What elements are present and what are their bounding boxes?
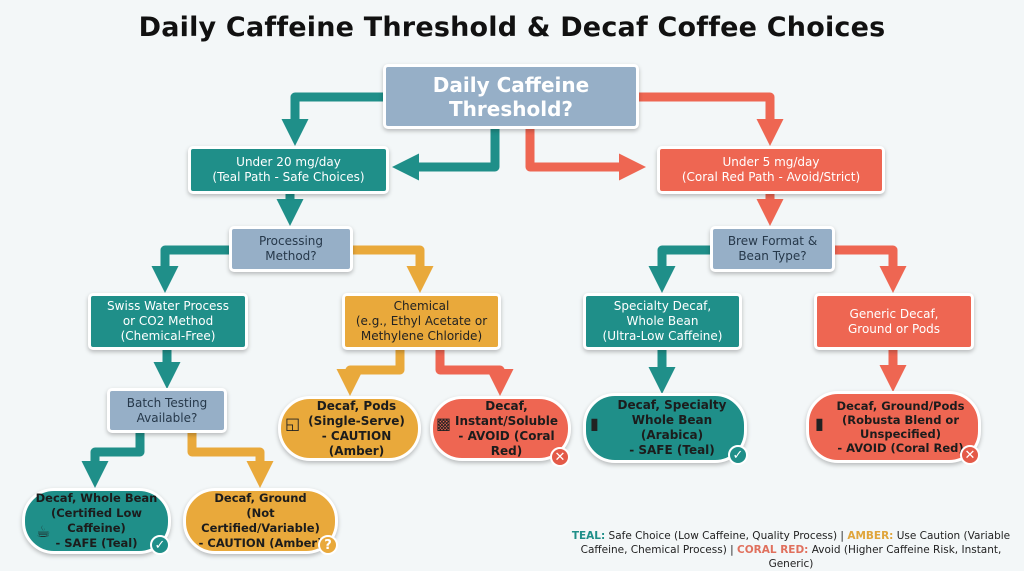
chemical-node: Chemical (e.g., Ethyl Acetate or Methyle… — [342, 293, 501, 350]
check-icon: ✓ — [150, 535, 170, 555]
legend: TEAL: Safe Choice (Low Caffeine, Quality… — [566, 529, 1016, 571]
x-icon: ✕ — [550, 447, 570, 467]
arrow-brew-generic — [834, 245, 907, 293]
legend-teal-label: TEAL: — [571, 530, 606, 542]
brew-format-node: Brew Format & Bean Type? — [710, 226, 835, 272]
ground-pods-outcome-node: Decaf, Ground/Pods (Robusta Blend or Uns… — [806, 391, 981, 463]
arrow-root-right — [638, 92, 784, 146]
arrow-root-under20 — [392, 128, 500, 181]
coffee-bag-icon: ▮ — [590, 414, 599, 433]
legend-amber-label: AMBER: — [847, 530, 894, 542]
arrow-chemical-pods — [336, 349, 405, 396]
under-5mg-node: Under 5 mg/day (Coral Red Path - Avoid/S… — [657, 146, 885, 194]
instant-outcome-node: Decaf, Instant/Soluble - AVOID (Coral Re… — [430, 396, 571, 461]
arrow-root-left — [281, 92, 383, 146]
arrow-batch-ground — [187, 432, 274, 488]
arrow-brew-specialty — [648, 245, 710, 293]
jar-icon: ▩ — [436, 414, 452, 433]
arrow-batch-wholebean — [81, 432, 145, 488]
specialty-decaf-node: Specialty Decaf, Whole Bean (Ultra-Low C… — [583, 293, 742, 350]
coffee-bag-icon: ▮ — [815, 414, 824, 433]
processing-method-node: Processing Method? — [229, 226, 353, 272]
arrow-processing-swiss — [151, 245, 229, 293]
x-icon: ✕ — [960, 445, 980, 465]
legend-amber-text: Use Caution (Variable Caffeine, Chemical… — [580, 530, 1011, 556]
legend-coral-text: Avoid (Higher Caffeine Risk, Instant, Ge… — [768, 544, 1002, 570]
pods-outcome-node: Decaf, Pods (Single-Serve) - CAUTION (Am… — [278, 396, 421, 461]
under-20mg-node: Under 20 mg/day (Teal Path - Safe Choice… — [188, 146, 389, 194]
generic-decaf-node: Generic Decaf, Ground or Pods — [814, 293, 974, 350]
root-question-node: Daily Caffeine Threshold? — [383, 64, 639, 129]
legend-coral-label: CORAL RED: — [737, 544, 809, 556]
arrow-processing-chemical — [352, 245, 434, 293]
batch-testing-node: Batch Testing Available? — [107, 388, 227, 433]
specialty-whole-bean-outcome-node: Decaf, Specialty Whole Bean (Arabica) - … — [583, 393, 747, 463]
cup-icon: ◱ — [285, 414, 301, 433]
arrow-root-under5 — [525, 128, 646, 181]
coffee-cup-icon: ☕ — [36, 522, 51, 541]
whole-bean-outcome-node: Decaf, Whole Bean (Certified Low Caffein… — [22, 488, 171, 554]
check-icon: ✓ — [728, 445, 748, 465]
diagram-title: Daily Caffeine Threshold & Decaf Coffee … — [138, 12, 886, 43]
question-icon: ? — [318, 535, 338, 555]
legend-teal-text: Safe Choice (Low Caffeine, Quality Proce… — [605, 530, 848, 542]
arrow-chemical-instant — [435, 349, 514, 396]
ground-outcome-node: Decaf, Ground (Not Certified/Variable) -… — [183, 488, 338, 554]
swiss-water-node: Swiss Water Process or CO2 Method (Chemi… — [88, 293, 248, 350]
